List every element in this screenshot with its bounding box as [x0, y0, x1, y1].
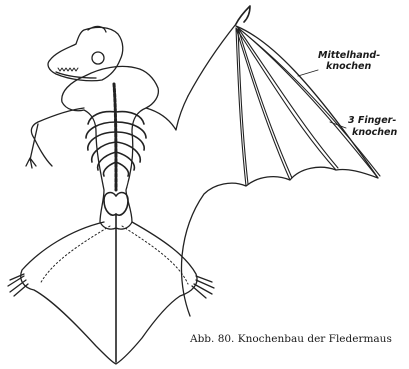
- metacarpal-label-line2: knochen: [326, 61, 371, 72]
- metacarpal-pointer: [298, 70, 318, 76]
- eye-socket: [92, 52, 104, 64]
- left-hand: [26, 158, 36, 168]
- finger-label-line2: knochen: [352, 127, 397, 138]
- tail-inner: [40, 226, 188, 284]
- right-arm: [146, 96, 188, 130]
- left-arm: [31, 108, 84, 166]
- finger-label-line1: 3 Finger-: [348, 115, 396, 126]
- figure-caption: Abb. 80. Knochenbau der Fledermaus: [190, 333, 392, 345]
- pelvis: [104, 193, 128, 216]
- thumb-claw: [236, 6, 250, 24]
- tail-membrane: [21, 222, 197, 364]
- right-foot: [192, 276, 214, 298]
- spine: [114, 84, 116, 190]
- metacarpal-label-line1: Mittelhand-: [318, 50, 380, 61]
- teeth: [58, 68, 78, 71]
- right-forearm: [188, 24, 236, 96]
